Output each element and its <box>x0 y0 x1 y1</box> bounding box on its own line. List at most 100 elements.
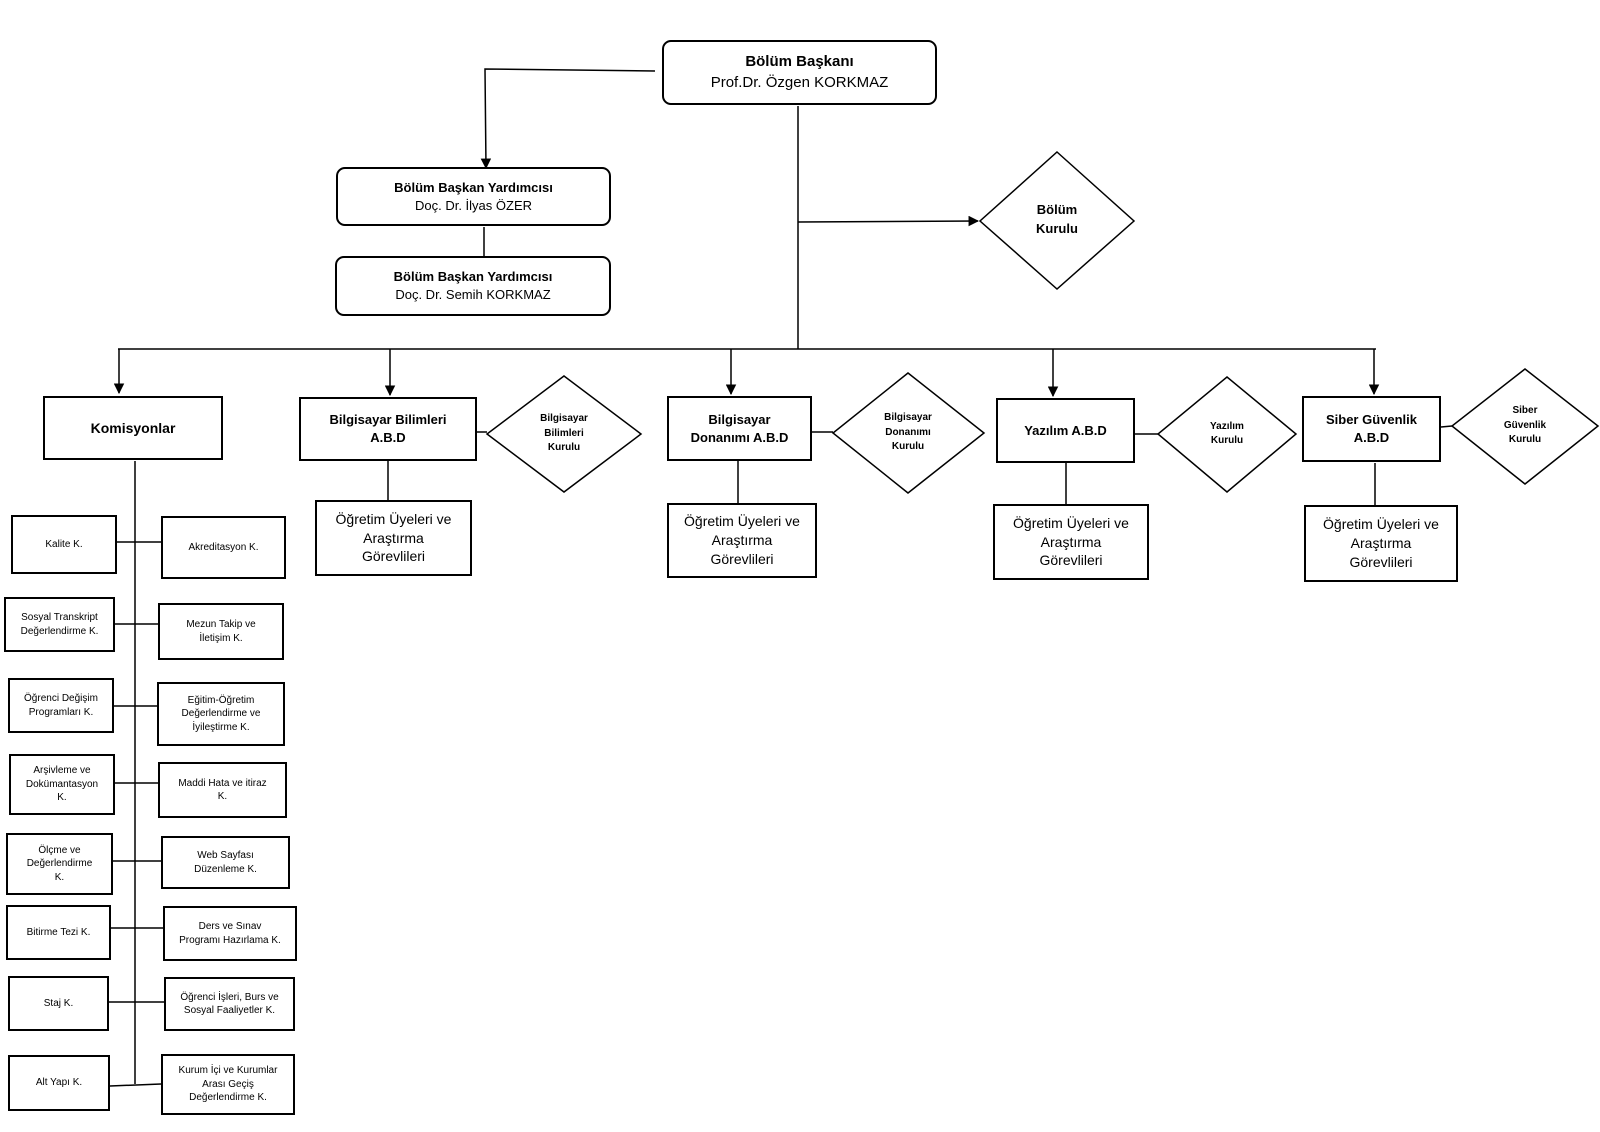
commission-right-2-text: İletişim K. <box>199 632 243 644</box>
department-3-box-text: Yazılım A.B.D <box>1024 422 1107 438</box>
department-1-box-text: A.B.D <box>370 430 406 445</box>
commission-left-3-text: Programları K. <box>28 706 94 718</box>
commissions-title: Komisyonlar <box>90 419 176 436</box>
commission-right-3-text: Değerlendirme ve <box>181 708 261 720</box>
head-name: Prof.Dr. Özgen KORKMAZ <box>710 73 889 91</box>
department-4-box-text: A.B.D <box>1353 430 1390 445</box>
commission-right-1[interactable]: Akreditasyon K. <box>161 516 286 579</box>
department-2-staff-box-text: Görevlileri <box>710 550 774 567</box>
commission-right-3-text: Eğitim-Öğretim <box>187 694 255 706</box>
council-text: Kurulu <box>1508 434 1542 446</box>
council-text: Kurulu <box>891 441 925 453</box>
commission-left-2-text: Değerlendirme K. <box>20 625 99 637</box>
department-2-box-text: Donanımı A.B.D <box>690 429 789 445</box>
commission-right-7-text: Sosyal Faaliyetler K. <box>183 1005 276 1016</box>
commission-right-7-text: Öğrenci İşleri, Burs ve <box>180 991 279 1003</box>
dept1-council-diamond <box>485 375 643 493</box>
commission-right-8-text: Değerlendirme K. <box>189 1092 267 1104</box>
board-diamond <box>978 150 1136 291</box>
commission-right-3-text: İyileştirme K. <box>192 721 250 733</box>
commission-left-1-text: Kalite K. <box>45 538 83 550</box>
commission-left-8[interactable]: Alt Yapı K. <box>8 1055 110 1111</box>
department-1-staff-box-text: Öğretim Üyeleri ve <box>335 510 452 527</box>
dept3-council-diamond <box>1156 376 1298 493</box>
board-label[interactable]: Bölüm Kurulu <box>1036 202 1078 236</box>
commission-right-6-text: Programı Hazırlama K. <box>179 934 281 946</box>
commission-left-7[interactable]: Staj K. <box>8 976 109 1031</box>
commission-right-8-text: Arası Geçiş <box>202 1078 254 1090</box>
council-text: Siber <box>1512 405 1538 417</box>
department-1-box-text: Bilgisayar Bilimleri <box>329 412 447 428</box>
commission-left-4-text: Arşivleme ve <box>33 765 91 777</box>
commission-right-5-text: Düzenleme K. <box>194 863 257 875</box>
head-title: Bölüm Başkanı <box>745 53 854 71</box>
commission-left-2-text: Sosyal Transkript <box>21 612 98 623</box>
council-text: Donanımı <box>885 426 931 438</box>
department-2-box-text: Bilgisayar <box>708 411 771 427</box>
deputy-box-1[interactable]: Bölüm Başkan Yardımcısı Doç. Dr. İlyas Ö… <box>336 167 611 226</box>
council-text: Güvenlik <box>1503 419 1547 431</box>
deputy-name: Doç. Dr. Semih KORKMAZ <box>395 287 551 302</box>
commission-right-6-text: Ders ve Sınav <box>198 921 262 932</box>
commission-right-4-text: Maddi Hata ve itiraz <box>178 777 267 789</box>
dept4-council-link <box>1440 425 1453 428</box>
commission-left-5-text: K. <box>54 871 65 883</box>
commission-right-8-text: Kurum İçi ve Kurumlar <box>178 1065 278 1077</box>
council-text: Kurulu <box>547 442 581 454</box>
council-text: Bilgisayar <box>884 412 932 424</box>
department-4-staff-box-text: Araştırma <box>1350 535 1412 552</box>
department-4-box-text: Siber Güvenlik <box>1325 412 1418 428</box>
dept4-council-diamond <box>1450 368 1600 485</box>
commission-right-4-text: K. <box>217 791 228 802</box>
department-3-box[interactable]: Yazılım A.B.D <box>996 398 1135 463</box>
commissions-box[interactable]: Komisyonlar <box>43 396 223 460</box>
commission-left-6[interactable]: Bitirme Tezi K. <box>6 905 111 960</box>
commission-left-3-text: Öğrenci Değişim <box>24 693 98 704</box>
commission-right-2[interactable]: Mezun Takip ve İletişim K. <box>158 603 284 660</box>
commission-left-4-text: K. <box>57 792 67 804</box>
council-text: Kurulu <box>1210 435 1244 446</box>
commission-right-1-text: Akreditasyon K. <box>188 541 259 553</box>
commission-right-2-text: Mezun Takip ve <box>186 619 256 630</box>
commission-left-1[interactable]: Kalite K. <box>11 515 117 574</box>
department-4-staff-box-text: Görevlileri <box>1349 553 1413 570</box>
commission-left-7-text: Staj K. <box>43 997 74 1009</box>
deputy-title: Bölüm Başkan Yardımcısı <box>393 269 553 285</box>
commission-right-7[interactable]: Öğrenci İşleri, Burs ve Sosyal Faaliyetle… <box>164 977 295 1031</box>
commission-left-8-text: Alt Yapı K. <box>35 1077 83 1089</box>
department-2-staff-box-text: Araştırma <box>711 532 773 549</box>
head-to-deputy-arrow <box>480 68 656 170</box>
deputy-title: Bölüm Başkan Yardımcısı <box>394 179 553 195</box>
commission-left-4-text: Dokümantasyon <box>25 778 99 790</box>
head-box[interactable]: Bölüm Başkanı Prof.Dr. Özgen KORKMAZ <box>662 40 937 105</box>
deputy-box-2[interactable]: Bölüm Başkan Yardımcısı Doç. Dr. Semih K… <box>335 256 611 316</box>
council-text: Bilgisayar <box>540 413 588 425</box>
department-3-staff-box-text: Araştırma <box>1040 533 1102 550</box>
department-3-staff-box-text: Öğretim Üyeleri ve <box>1013 514 1129 531</box>
commission-right-5-text: Web Sayfası <box>197 850 254 861</box>
council-text: Yazılım <box>1210 420 1244 432</box>
commission-left-5-text: Değerlendirme <box>26 858 93 870</box>
commission-left-5-text: Ölçme ve <box>38 844 81 856</box>
